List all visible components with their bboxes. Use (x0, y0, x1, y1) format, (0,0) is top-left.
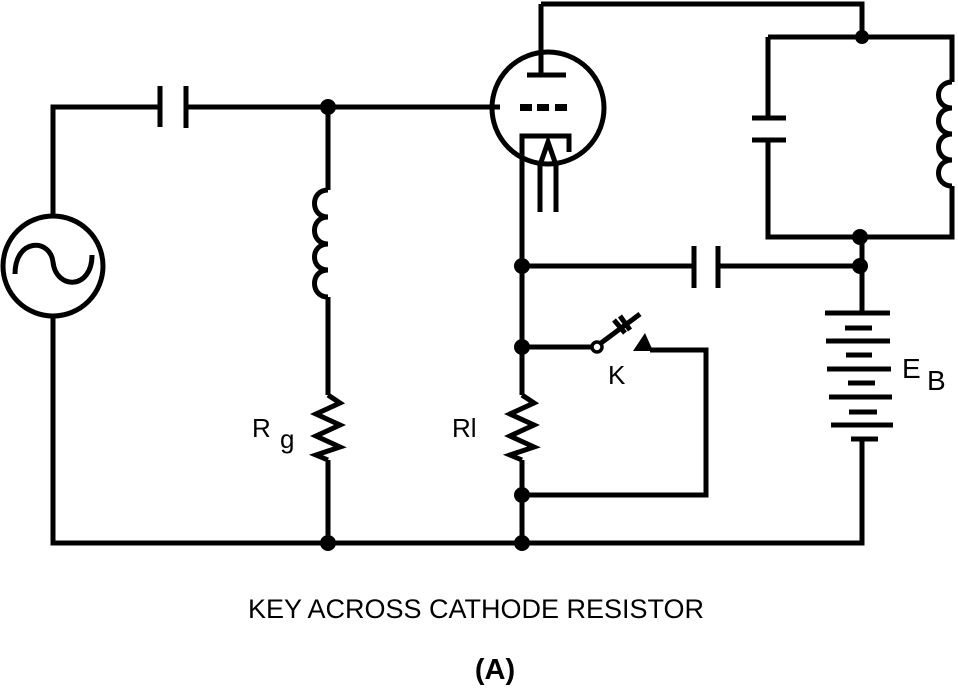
battery-label: E (902, 353, 921, 384)
ac-source (0, 213, 106, 319)
grid-resistor (308, 392, 347, 463)
grid-resistor-subscript: g (280, 424, 294, 454)
plate-wire (541, 1, 865, 37)
telegraph-key (522, 311, 709, 498)
key-label: K (608, 360, 626, 390)
cathode-resistor-label: Rl (452, 413, 477, 443)
source-top-wire (50, 104, 160, 216)
source-bottom-wire (50, 316, 865, 546)
figure-label: (A) (475, 654, 515, 686)
grid-choke-inductor (312, 187, 329, 300)
vacuum-tube (489, 4, 607, 300)
battery-subscript: B (927, 365, 946, 396)
grid-resistor-label: R (252, 413, 271, 443)
tank-capacitor (752, 115, 786, 143)
cathode-resistor (502, 392, 541, 463)
input-capacitor (157, 86, 189, 128)
tank-inductor (936, 79, 953, 189)
caption: KEY ACROSS CATHODE RESISTOR (248, 594, 704, 624)
junction-dots (320, 30, 869, 551)
battery (825, 310, 893, 442)
bypass-capacitor (691, 246, 721, 288)
